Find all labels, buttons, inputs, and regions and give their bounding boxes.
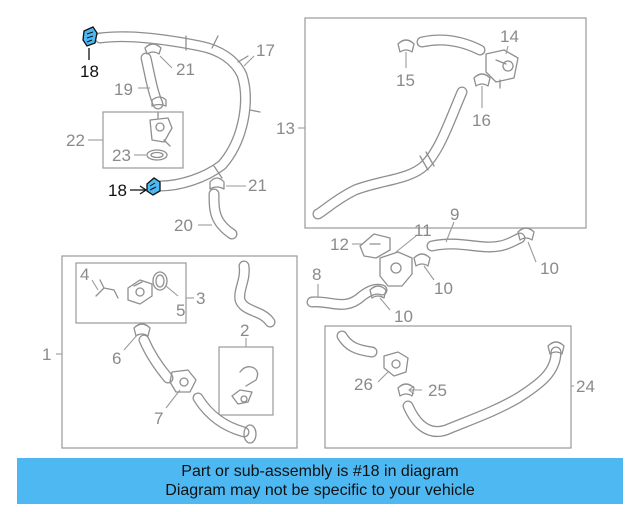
leader-17 (243, 55, 255, 67)
hose-19 (140, 52, 164, 110)
leader-10-right (527, 241, 537, 263)
clamp-16 (473, 73, 491, 87)
clamp-21-lower (209, 177, 225, 190)
fitting-3 (127, 279, 153, 305)
callout-14: 14 (500, 27, 519, 46)
leader-14 (505, 45, 509, 55)
callout-3: 3 (196, 289, 205, 308)
group-box-3 (75, 262, 187, 324)
callout-20: 20 (174, 216, 193, 235)
bracket-12 (359, 233, 391, 259)
clamp-10-lower (369, 285, 387, 299)
callout-6: 6 (112, 349, 121, 368)
hose-20 (208, 188, 238, 240)
valve-22 (149, 111, 173, 147)
callout-7: 7 (154, 409, 163, 428)
group-box-1 (61, 255, 298, 449)
connector-14 (485, 49, 519, 89)
hose-9 (426, 232, 526, 253)
leader-7 (165, 389, 181, 409)
callout-9: 9 (450, 205, 459, 224)
leader-9 (445, 221, 455, 243)
leader-6 (123, 333, 139, 351)
thermostat-11 (379, 251, 413, 287)
leader-10-lower (379, 297, 391, 311)
banner-line-disclaimer: Diagram may not be specific to your vehi… (165, 482, 475, 499)
coolant-pipe-17 (94, 31, 261, 192)
hose-8 (306, 283, 388, 310)
callout-1: 1 (42, 345, 51, 364)
clamp-25 (397, 383, 415, 397)
callout-23: 23 (112, 146, 131, 165)
part-18-clip-top[interactable] (82, 26, 98, 47)
hose-4 (95, 279, 119, 299)
leader-11 (395, 235, 417, 253)
callout-18-lower: 18 (108, 181, 127, 200)
callout-13: 13 (276, 119, 295, 138)
o-ring-5 (152, 271, 168, 291)
clamp-21-upper (144, 43, 167, 107)
callout-10-right: 10 (540, 259, 559, 278)
callout-25: 25 (428, 381, 447, 400)
clamp-6 (133, 323, 151, 337)
leader-21-upper (159, 55, 173, 69)
leader-4 (91, 279, 99, 291)
callout-10-lower: 10 (394, 307, 413, 326)
callout-5: 5 (176, 301, 185, 320)
callout-22: 22 (66, 131, 85, 150)
callout-19: 19 (114, 80, 133, 99)
callout-10-mid: 10 (434, 279, 453, 298)
leader-5 (165, 285, 179, 297)
clamp-15 (397, 39, 415, 53)
connector-7 (169, 369, 197, 393)
callout-8: 8 (312, 265, 321, 284)
group-box-13 (304, 17, 587, 229)
leader-10-mid (423, 265, 435, 281)
callout-2: 2 (240, 321, 249, 340)
hose-13 (312, 86, 468, 220)
part-18-clip-lower[interactable] (146, 177, 161, 196)
callout-11: 11 (414, 221, 432, 240)
callout-18-top: 18 (80, 62, 99, 81)
callout-16: 16 (472, 111, 491, 130)
connector-26 (383, 351, 409, 377)
hose-13-upper (416, 34, 486, 56)
clamp-24-top (547, 341, 565, 355)
callout-15: 15 (396, 71, 415, 90)
hose-2 (231, 366, 259, 405)
hose-24 (402, 346, 562, 437)
hose-24-upper (336, 330, 378, 358)
leader-26 (377, 371, 389, 383)
leader-25 (408, 385, 422, 395)
callout-26: 26 (354, 375, 373, 394)
clamp-10-mid (413, 253, 431, 267)
hose-1-lower (192, 392, 257, 444)
callout-24: 24 (576, 377, 595, 396)
group-box-2 (218, 346, 274, 416)
o-ring-23 (146, 149, 168, 161)
info-banner: Part or sub-assembly is #18 in diagram D… (17, 458, 623, 504)
callout-21-upper: 21 (176, 60, 195, 79)
banner-line-part-note: Part or sub-assembly is #18 in diagram (181, 463, 459, 480)
group-box-24 (324, 325, 572, 449)
clamp-10-right (517, 227, 535, 241)
callout-21-lower: 21 (248, 176, 267, 195)
hose-1-main (138, 334, 174, 384)
leader-18-lower (130, 185, 148, 195)
callout-12: 12 (330, 235, 349, 254)
pipe-1 (234, 260, 276, 328)
callout-17: 17 (256, 41, 275, 60)
callout-4: 4 (80, 265, 89, 284)
